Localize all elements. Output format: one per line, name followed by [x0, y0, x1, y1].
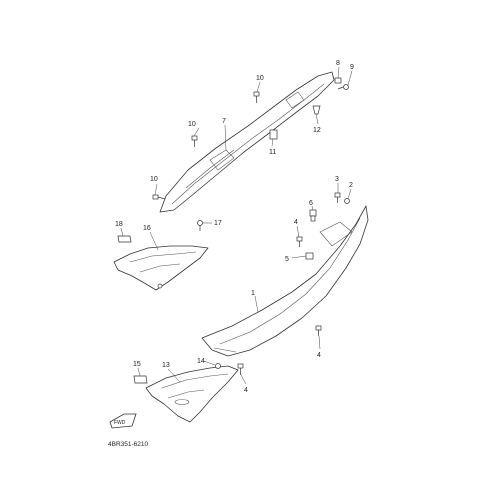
leader-lines [120, 66, 353, 385]
grommet-6 [309, 209, 317, 222]
screw-17 [197, 220, 203, 231]
bolt-4-middle [315, 325, 322, 336]
callout-10-mid: 10 [188, 121, 196, 128]
callout-6: 6 [309, 200, 313, 207]
part-7-rear-cowling [159, 71, 335, 213]
screw-9 [337, 84, 349, 90]
part-16-bracket [113, 245, 209, 291]
part-1-side-cover [201, 205, 369, 357]
part-13-bracket [145, 365, 239, 423]
bolt-10-low [152, 194, 166, 200]
callout-13: 13 [162, 362, 170, 369]
nut-12 [312, 105, 321, 115]
callout-9: 9 [350, 64, 354, 71]
fwd-arrow-icon: FWD [109, 413, 137, 429]
callout-10-low: 10 [150, 176, 158, 183]
callout-12: 12 [313, 127, 321, 134]
grommet-11 [269, 129, 278, 140]
bolt-10-top [253, 91, 260, 103]
callout-3: 3 [335, 176, 339, 183]
callout-16: 16 [143, 225, 151, 232]
bolt-4-lower [237, 363, 244, 375]
callout-4-lower: 4 [244, 387, 248, 394]
callout-14: 14 [197, 358, 205, 365]
callout-18: 18 [115, 221, 123, 228]
washer-2 [344, 198, 350, 204]
callout-1: 1 [251, 290, 255, 297]
callout-7: 7 [222, 118, 226, 125]
bolt-10-mid [191, 135, 198, 147]
diagram-code: 4BR351-6210 [108, 441, 148, 448]
fwd-label: FWD [114, 420, 126, 426]
damper-18 [117, 235, 132, 243]
callout-17: 17 [214, 220, 222, 227]
callout-labels: 10 8 9 7 10 12 11 10 3 2 6 4 18 17 16 5 … [115, 60, 354, 394]
callout-10-top: 10 [256, 75, 264, 82]
callout-8: 8 [336, 60, 340, 67]
callout-5: 5 [285, 256, 289, 263]
screw-14 [215, 363, 221, 369]
callout-2: 2 [349, 182, 353, 189]
grommet-8 [334, 77, 342, 84]
bolt-4-upper [296, 236, 303, 247]
collar-5 [305, 252, 314, 260]
bolt-3 [334, 192, 341, 203]
callout-15: 15 [133, 361, 141, 368]
callout-11: 11 [269, 149, 276, 156]
damper-15 [133, 375, 148, 384]
callout-4-middle: 4 [317, 352, 321, 359]
callout-4-upper: 4 [294, 219, 298, 226]
